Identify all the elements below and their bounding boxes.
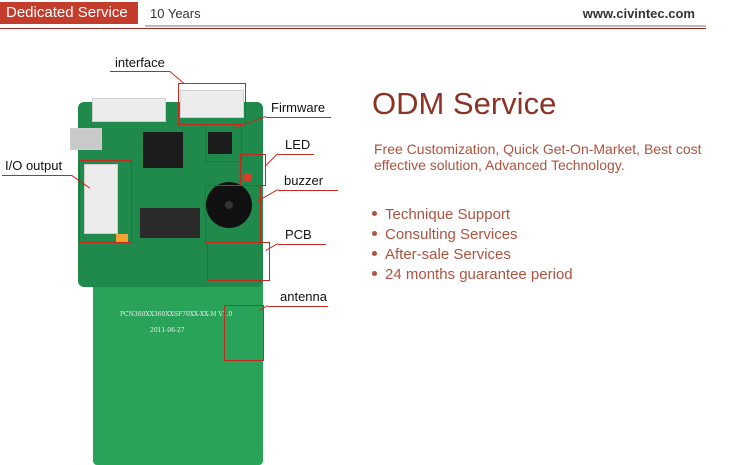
io-output-label: I/O output: [5, 158, 63, 173]
smd-capacitor: [116, 234, 128, 242]
website-link[interactable]: www.civintec.com: [582, 6, 695, 21]
pcb-label: PCB: [285, 227, 312, 242]
interface-box: [178, 83, 246, 125]
interface-connector-left: [92, 98, 166, 122]
io-output-box: [79, 160, 132, 243]
list-item: Technique Support: [372, 205, 573, 225]
microcontroller-chip: [143, 132, 183, 168]
silkscreen-model: PCN360XX360XXSF70XX-XX-M V1.0: [120, 311, 233, 318]
io-output-underline: [2, 175, 72, 176]
pcb-underline: [278, 244, 326, 245]
buzzer-label: buzzer: [284, 173, 324, 188]
header-underline: [0, 28, 706, 29]
silkscreen-date: 2011-06-27: [150, 327, 185, 334]
list-item-label: After-sale Services: [385, 246, 511, 263]
rfid-board-photo: PCN360XX360XXSF70XX-XX-M V1.0 2011-06-27: [0, 30, 360, 465]
led-label: LED: [285, 137, 311, 152]
dedicated-service-badge: Dedicated Service: [0, 2, 138, 24]
list-item-label: Technique Support: [385, 206, 511, 223]
interface-label: interface: [115, 55, 165, 70]
firmware-underline: [266, 117, 331, 118]
led-underline: [278, 154, 314, 155]
list-item-label: Consulting Services: [385, 226, 518, 243]
buzzer-component: [206, 182, 252, 228]
bullet-icon: [372, 210, 377, 216]
pcb-box: [207, 242, 270, 281]
firmware-label: Firmware: [271, 100, 326, 115]
interface-underline: [110, 71, 170, 72]
firmware-chip: [208, 132, 232, 154]
header-bar: Dedicated Service 10 Years www.civintec.…: [0, 0, 731, 29]
bullet-icon: [372, 250, 377, 256]
usb-port: [70, 128, 102, 150]
antenna-underline: [268, 306, 328, 307]
header-divider: [145, 25, 706, 27]
led-light: [243, 173, 252, 182]
list-item: Consulting Services: [372, 225, 573, 245]
list-item: After-sale Services: [372, 245, 573, 265]
buzzer-underline: [278, 190, 338, 191]
odm-intro: Free Customization, Quick Get-On-Market,…: [374, 141, 702, 173]
years-text: 10 Years: [150, 6, 201, 21]
list-item: 24 months guarantee period: [372, 265, 573, 285]
antenna-box: [224, 305, 264, 361]
list-item-label: 24 months guarantee period: [385, 266, 573, 283]
odm-title: ODM Service: [372, 86, 557, 121]
antenna-label: antenna: [280, 289, 327, 304]
led-box: [240, 154, 266, 186]
service-list: Technique Support Consulting Services Af…: [372, 205, 573, 285]
io-connector: [84, 164, 118, 234]
bullet-icon: [372, 270, 377, 276]
firmware-box: [205, 124, 242, 162]
interface-connector-right: [180, 90, 244, 118]
rf-chip: [140, 208, 200, 238]
buzzer-box: [205, 185, 261, 243]
bullet-icon: [372, 230, 377, 236]
